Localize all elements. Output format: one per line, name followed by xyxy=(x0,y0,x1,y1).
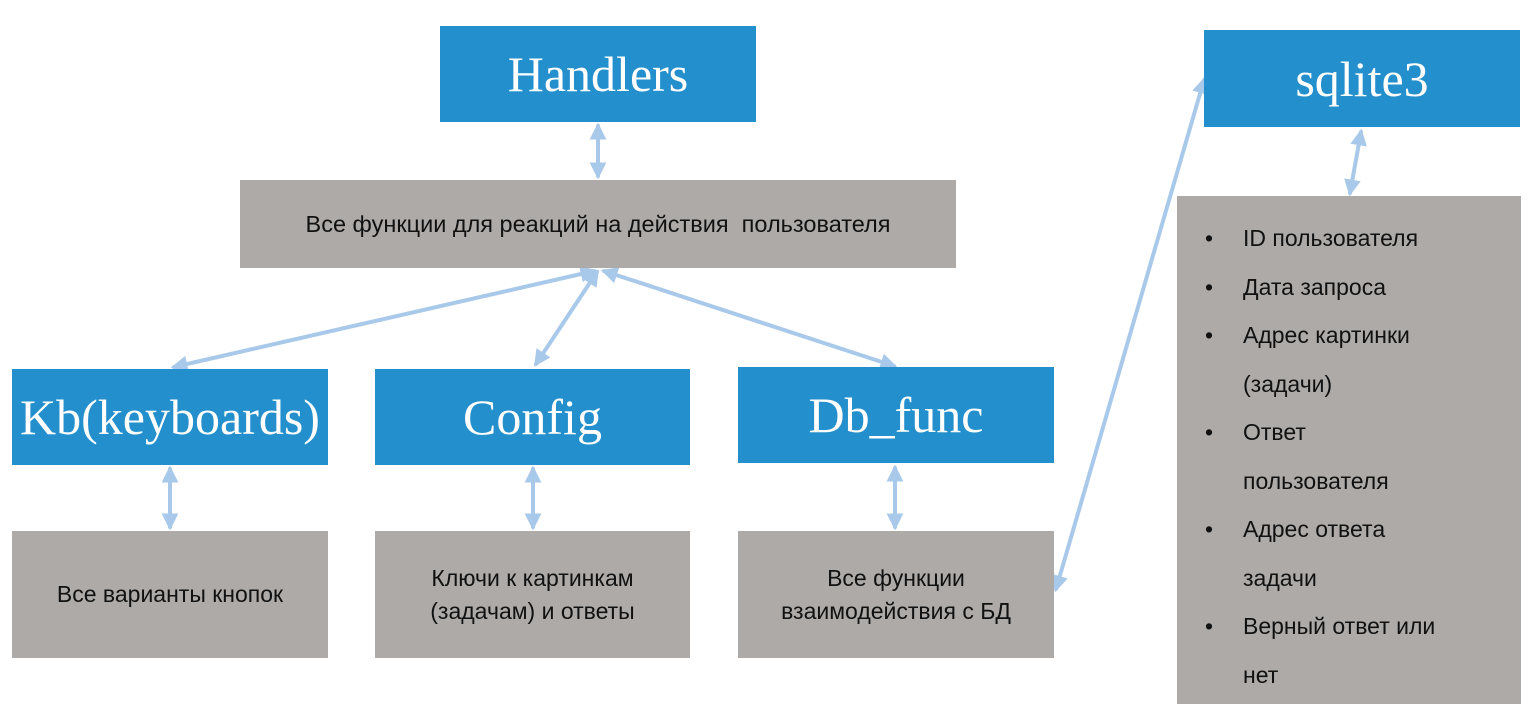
bullet-icon: • xyxy=(1205,225,1214,251)
field-line-1: Дата запроса xyxy=(1243,273,1386,300)
arrow-description-to-config xyxy=(534,269,599,367)
arrow-sqlite-to-fields xyxy=(1344,128,1367,197)
module-sqlite3-label: sqlite3 xyxy=(1295,50,1429,107)
bullet-icon: • xyxy=(1205,613,1214,639)
list-item: • Дата запроса xyxy=(1201,263,1501,312)
handlers-description: Все функции для реакций на действия поль… xyxy=(240,180,956,268)
module-kb-label: Kb(keyboards) xyxy=(20,389,320,445)
field-line-2: (задачи) xyxy=(1243,370,1333,397)
module-config-label: Config xyxy=(463,389,602,445)
config-description-line-1: Ключи к картинкам xyxy=(431,565,634,592)
list-item: • Верный ответ или нет xyxy=(1201,602,1501,699)
field-line-1: Адрес ответа xyxy=(1243,516,1386,542)
module-config: Config xyxy=(375,369,690,465)
sqlite3-fields: • ID пользователя • Дата запроса • Адрес… xyxy=(1177,196,1521,704)
list-item: • ID пользователя xyxy=(1201,214,1501,263)
bullet-icon: • xyxy=(1205,273,1214,300)
arrow-description-to-db-func xyxy=(600,267,898,370)
field-line-1: Верный ответ или xyxy=(1243,613,1436,639)
arrow-description-to-kb xyxy=(170,265,598,373)
db-func-description: Все функции взаимодействия с БД xyxy=(738,531,1054,658)
field-line-1: ID пользователя xyxy=(1243,225,1419,251)
list-item: • Адрес картинки (задачи) xyxy=(1201,311,1501,408)
bullet-icon: • xyxy=(1205,419,1214,445)
module-handlers: Handlers xyxy=(440,26,756,122)
field-line-1: Адрес картинки xyxy=(1243,322,1410,348)
field-line-2: нет xyxy=(1243,661,1279,688)
config-description-text: Ключи к картинкам (задачам) и ответы xyxy=(430,562,634,626)
list-item: • Ответ пользователя xyxy=(1201,408,1501,505)
db-func-description-line-1: Все функции xyxy=(827,565,965,592)
db-func-description-line-2: взаимодействия с БД xyxy=(781,597,1011,624)
field-line-2: пользователя xyxy=(1243,467,1389,494)
bullet-icon: • xyxy=(1205,516,1214,542)
list-item: • Адрес ответа задачи xyxy=(1201,505,1501,602)
handlers-description-text: Все функции для реакций на действия поль… xyxy=(305,210,891,237)
bullet-icon: • xyxy=(1205,322,1214,348)
field-line-1: Ответ xyxy=(1243,419,1306,445)
kb-description: Все варианты кнопок xyxy=(12,531,328,658)
module-sqlite3: sqlite3 xyxy=(1204,30,1520,127)
config-description: Ключи к картинкам (задачам) и ответы xyxy=(375,531,690,658)
module-db-func: Db_func xyxy=(738,367,1054,463)
kb-description-text: Все варианты кнопок xyxy=(56,581,284,608)
sqlite3-field-list: • ID пользователя • Дата запроса • Адрес… xyxy=(1201,214,1501,699)
db-func-description-text: Все функции взаимодействия с БД xyxy=(781,562,1011,626)
config-description-line-2: (задачам) и ответы xyxy=(430,597,635,624)
module-kb: Kb(keyboards) xyxy=(12,369,328,465)
module-handlers-label: Handlers xyxy=(507,46,689,102)
field-line-2: задачи xyxy=(1243,564,1317,591)
module-db-func-label: Db_func xyxy=(808,387,984,443)
